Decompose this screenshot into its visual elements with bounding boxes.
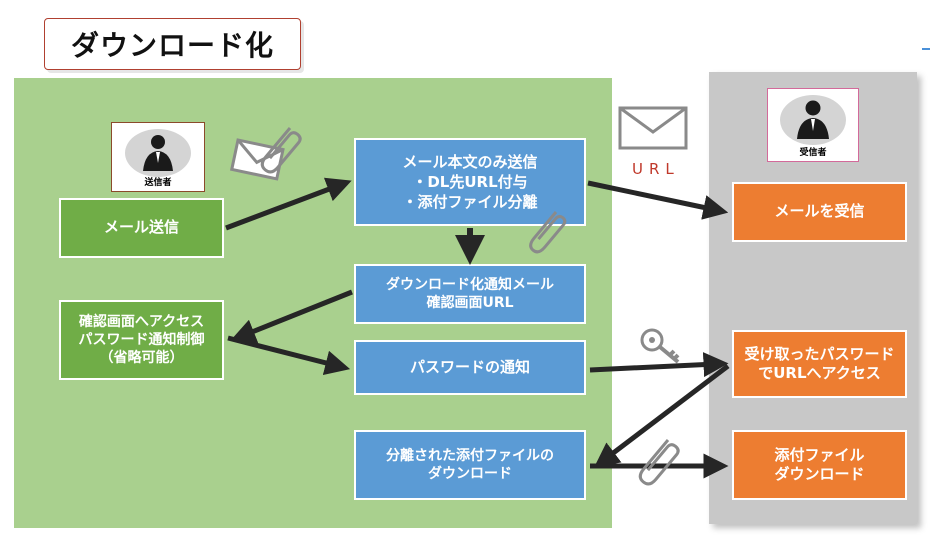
arrow-pw-to-access [589,352,729,378]
receive-mail-box: メールを受信 [732,182,907,242]
confirm-access-box: 確認画面へアクセス パスワード通知制御 （省略可能） [59,300,224,380]
key-icon [640,328,680,364]
receiver-persona: 受信者 [767,88,859,162]
split-download-box: 分離された添付ファイルの ダウンロード [354,430,586,500]
decorative-dash [922,48,930,50]
access-url-box: 受け取ったパスワード でURLへアクセス [732,330,907,398]
sender-persona: 送信者 [111,122,205,192]
arrow-access-to-split [594,364,730,468]
paperclip-icon [529,211,567,254]
person-icon [125,129,191,177]
sender-caption: 送信者 [144,178,172,188]
password-notice-box: パスワードの通知 [354,340,586,395]
body-only-send-box: メール本文のみ送信 ・DL先URL付与 ・添付ファイル分離 [354,138,586,226]
page-title: ダウンロード化 [44,18,301,70]
paperclip-icon [638,439,680,486]
arrow-confirm-to-pw [227,335,351,376]
arrow-body-to-receive [587,180,729,220]
dl-notice-box: ダウンロード化通知メール 確認画面URL [354,264,586,324]
arrow-send-to-body [225,177,352,231]
paperclip-icon [260,127,302,174]
url-label: URL [632,160,680,178]
receiver-caption: 受信者 [799,148,827,158]
arrow-notice-to-confirm [230,289,353,343]
attachment-download-box: 添付ファイル ダウンロード [732,430,907,500]
envelope-icon [618,106,688,150]
person-icon [780,95,846,145]
send-mail-box: メール送信 [59,198,224,258]
